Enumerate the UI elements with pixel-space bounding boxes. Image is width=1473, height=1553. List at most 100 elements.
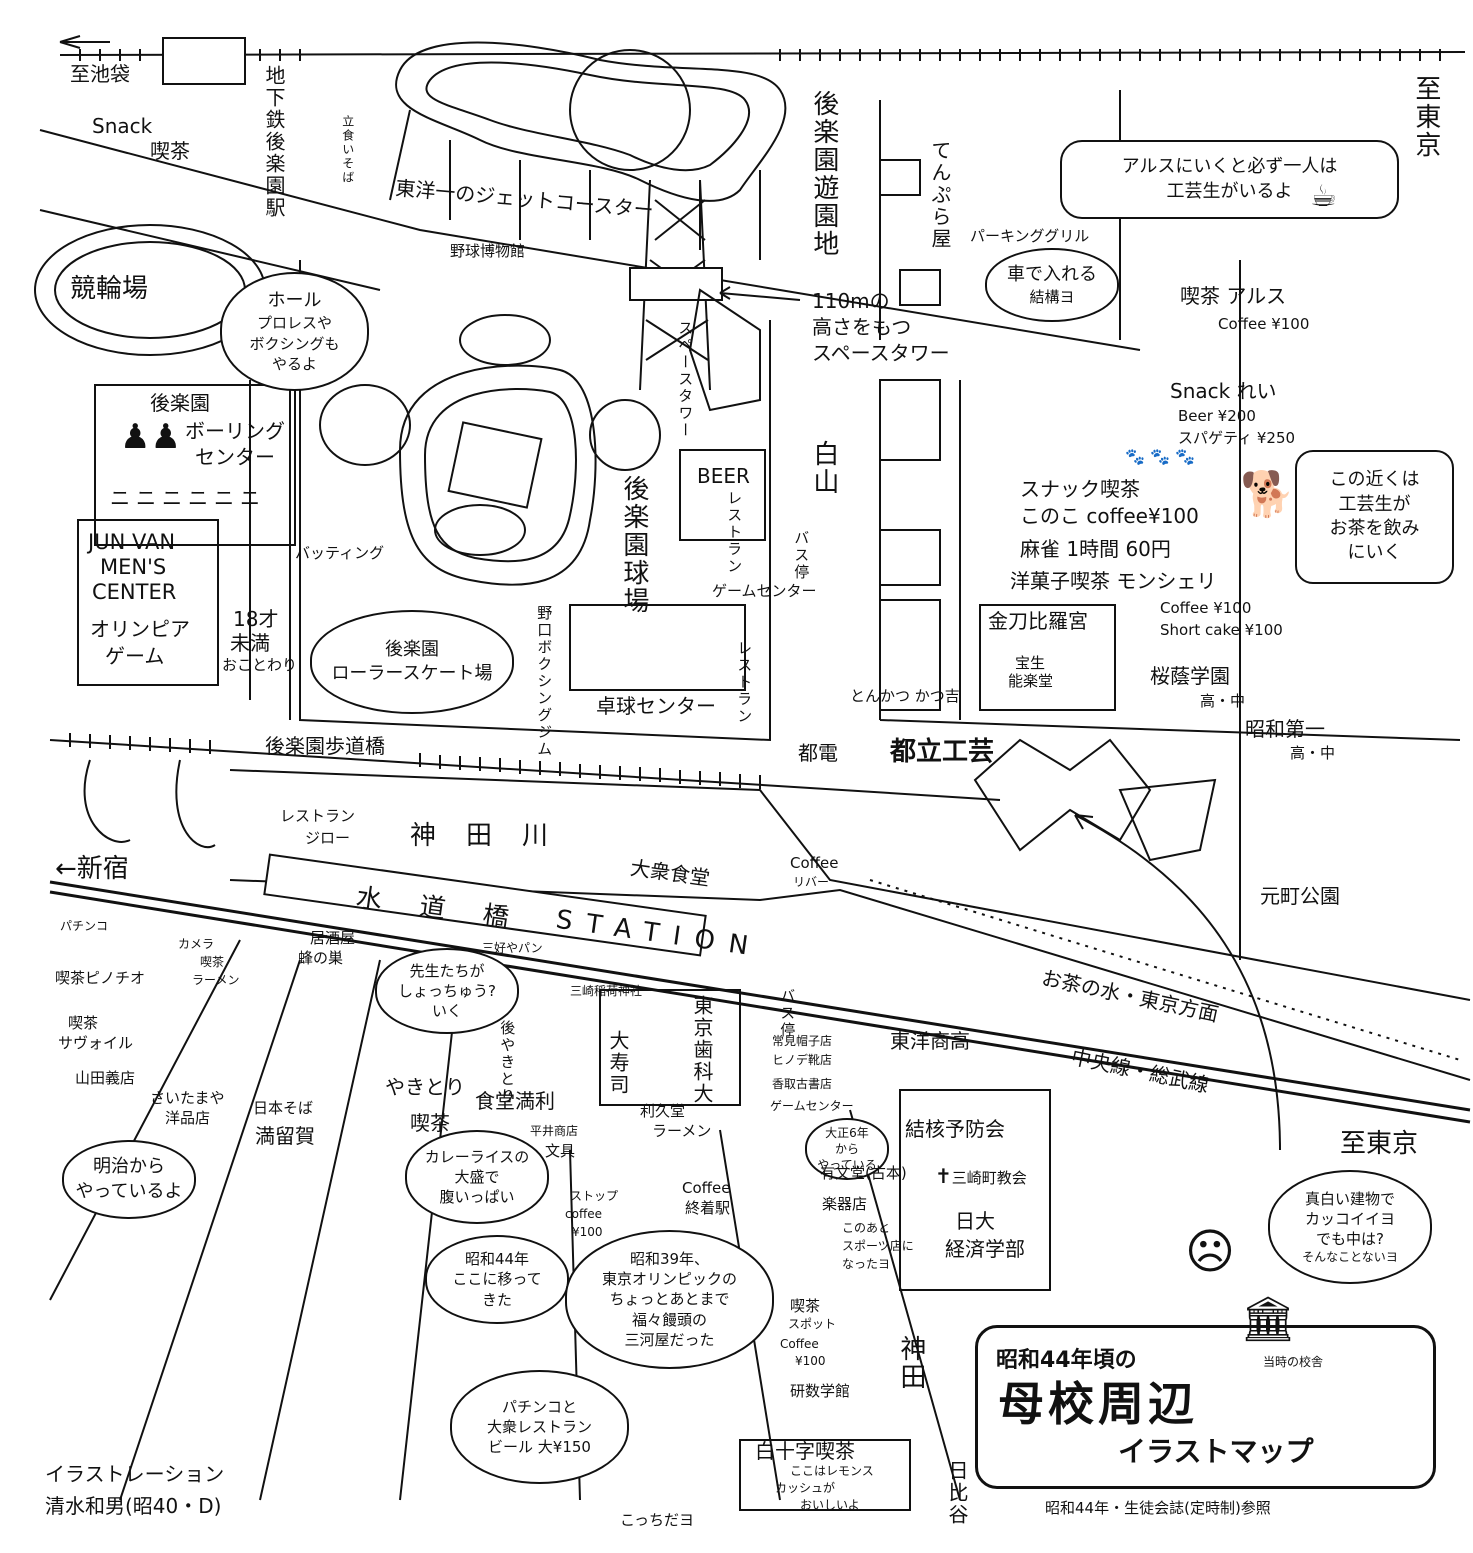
bus-stop-label-2: バス停 [778,988,797,1039]
teachers-bubble: 先生たちが しょっちゅう? いく [375,948,519,1034]
church-name: 三崎町教会 [951,1169,1027,1187]
mikawaya-note-1: 昭和39年、 [629,1249,710,1268]
bowling-label-1: 後楽園 [150,391,210,415]
taisho-note-3: やっている [817,1158,877,1173]
batting-label: バッティング [295,544,385,562]
game-center-label-1: ゲームセンター [712,582,817,600]
nichidai-label-1: 日大 [955,1209,995,1233]
roads [39,90,1461,1501]
stop-coffee-2: coffee [565,1207,602,1221]
toden-label: 都電 [798,741,838,765]
rikyudo-label-2: ラーメン [652,1122,712,1140]
misaki-shrine-label: 三崎稲荷神社 [570,984,643,998]
tower-arrow [719,286,801,301]
coffee-river-2: リバー [793,875,830,889]
car-note-2: 結構ヨ [1029,288,1075,307]
spot-label-3: Coffee [780,1337,819,1351]
buildings [77,159,1217,1511]
table-tennis-label: 卓球センター [596,694,716,718]
kekkaku-label: 結核予防会 [905,1117,1005,1141]
jujiya-label-3: カッシュが [775,1481,836,1495]
footbridge-label: 後楽園歩道橋 [265,734,385,758]
kotohira-label: 金刀比羅宮 [988,609,1088,633]
restaurant-label-1: レストラン [735,640,754,725]
dog-note-bubble: この近くは 工芸生が お茶を飲み にいく [1295,450,1454,584]
taisho-note-2: から [834,1141,859,1156]
parking-grill-label: パーキンググリル [970,227,1090,245]
coffee-river-1: Coffee [790,854,839,872]
rei-label-1: Snack れい [1170,379,1277,403]
white-note-3: でも中は? [1316,1230,1384,1249]
car-note-1: 車で入れる [1007,263,1097,285]
cross-icon: ✝ [935,1164,952,1188]
rikyudo-label-1: 利久堂 [640,1102,686,1120]
yuenchi-label: 後楽園遊園地 [808,90,839,258]
monsheri-cake: Short cake ¥100 [1160,621,1283,639]
hall-note-2: ボクシングも [249,334,340,353]
yakitori-vertical-label: 後やきとり [498,1020,517,1105]
toyo-shoko-label: 東洋商高 [890,1029,970,1053]
yamada-label: 山田義店 [75,1069,136,1087]
kissa-label-2: 喫茶 [410,1111,450,1135]
bowling-label-2: ボーリング [185,419,285,443]
izakaya-label-1: 居酒屋 [310,929,356,947]
hinode-label: ヒノデ靴店 [772,1053,833,1067]
hirai-label: 平井商店 [530,1124,579,1138]
yubundo-label: 有文堂(古本) [820,1164,907,1182]
savoil-label-1: 喫茶 [68,1014,99,1032]
ars-label-1: 喫茶 アルス [1180,284,1287,308]
chuo-railway [49,853,1471,1124]
teachers-note-1: 先生たちが [409,961,485,980]
snack-label: Snack [92,114,153,138]
jujiya-label-4: おいしいよ [800,1498,860,1512]
space-tower-vertical-label: スペースタワー [676,320,695,439]
taisho-note-1: 大正6年 [825,1125,869,1140]
shokudo-manri-label: 食堂満利 [475,1089,555,1113]
stadium-label: 後楽園球場 [618,475,649,615]
hall-bubble: ホール プロレスや ボクシングも やるよ [220,272,369,391]
car-note-bubble: 車で入れる 結構ヨ [985,248,1119,322]
roller-skate-label-1: 後楽園 [385,638,439,660]
space-tower-note-3: スペースタワー [812,341,950,365]
kissa-label-1: 喫茶 [150,139,190,163]
junvan-label-3: CENTER [92,580,177,604]
ars-label-2: Coffee ¥100 [1218,315,1310,333]
tokyo-dental-label: 東京歯科大 [690,995,714,1105]
pachinko-note-bubble: パチンコと 大衆レストラン ビール 大¥150 [450,1370,629,1484]
church-label: ✝三崎町教会 [935,1165,1027,1188]
bowling-pin-icon: ♟♟ [120,417,181,457]
kensu-label: 研数学館 [790,1382,851,1400]
direction-tokyo-bottom: 至東京 [1340,1129,1419,1159]
white-note-1: 真白い建物で [1304,1189,1395,1208]
oin-label-2: 高・中 [1200,692,1246,710]
noguchi-boxing-label: 野口ボクシングジム [535,605,554,758]
dog-icon: 🐕 [1240,469,1295,520]
restaurant-jiro-1: レストラン [280,807,356,825]
katori-label: 香取古書店 [772,1077,833,1091]
taisho-bubble: 大正6年 から やっている [805,1118,889,1180]
river-label: 神田川 [410,821,579,851]
spot-label-2: スポット [788,1317,837,1331]
coffee-shuchaku-1: Coffee [682,1179,731,1197]
character-icon: ☹ [1185,1224,1236,1280]
showa-label-2: 高・中 [1290,744,1336,762]
jujiya-label-2: ここはレモンス [790,1464,874,1478]
kocchi-label: こっちだヨ [620,1511,694,1529]
school-building-caption: 当時の校舎 [1263,1355,1324,1369]
direction-kanda: 神田 [895,1335,926,1391]
hosho-label-2: 能楽堂 [1008,672,1054,690]
space-tower-note-1: 110mの [812,289,890,313]
olympia-label-1: オリンピア [90,617,190,641]
moved-note-3: きた [481,1290,512,1309]
title-line-1: 昭和44年頃の [996,1348,1137,1373]
under18-label-3: おことわり [222,656,298,674]
mikawaya-bubble: 昭和39年、 東京オリンピックの ちょっとあとまで 福々饅頭の 三河屋だった [565,1230,774,1369]
moved-note-2: ここに移って [452,1270,542,1289]
junvan-label-2: MEN'S [100,555,167,579]
keirin-label: 競輪場 [70,274,149,304]
hall-note-3: やるよ [271,354,317,373]
roller-skate-bubble: 後楽園 ローラースケート場 [310,610,514,714]
toritsu-kogei-label: 都立工芸 [890,737,995,767]
game-center-label-2: ゲームセンター [770,1099,854,1113]
